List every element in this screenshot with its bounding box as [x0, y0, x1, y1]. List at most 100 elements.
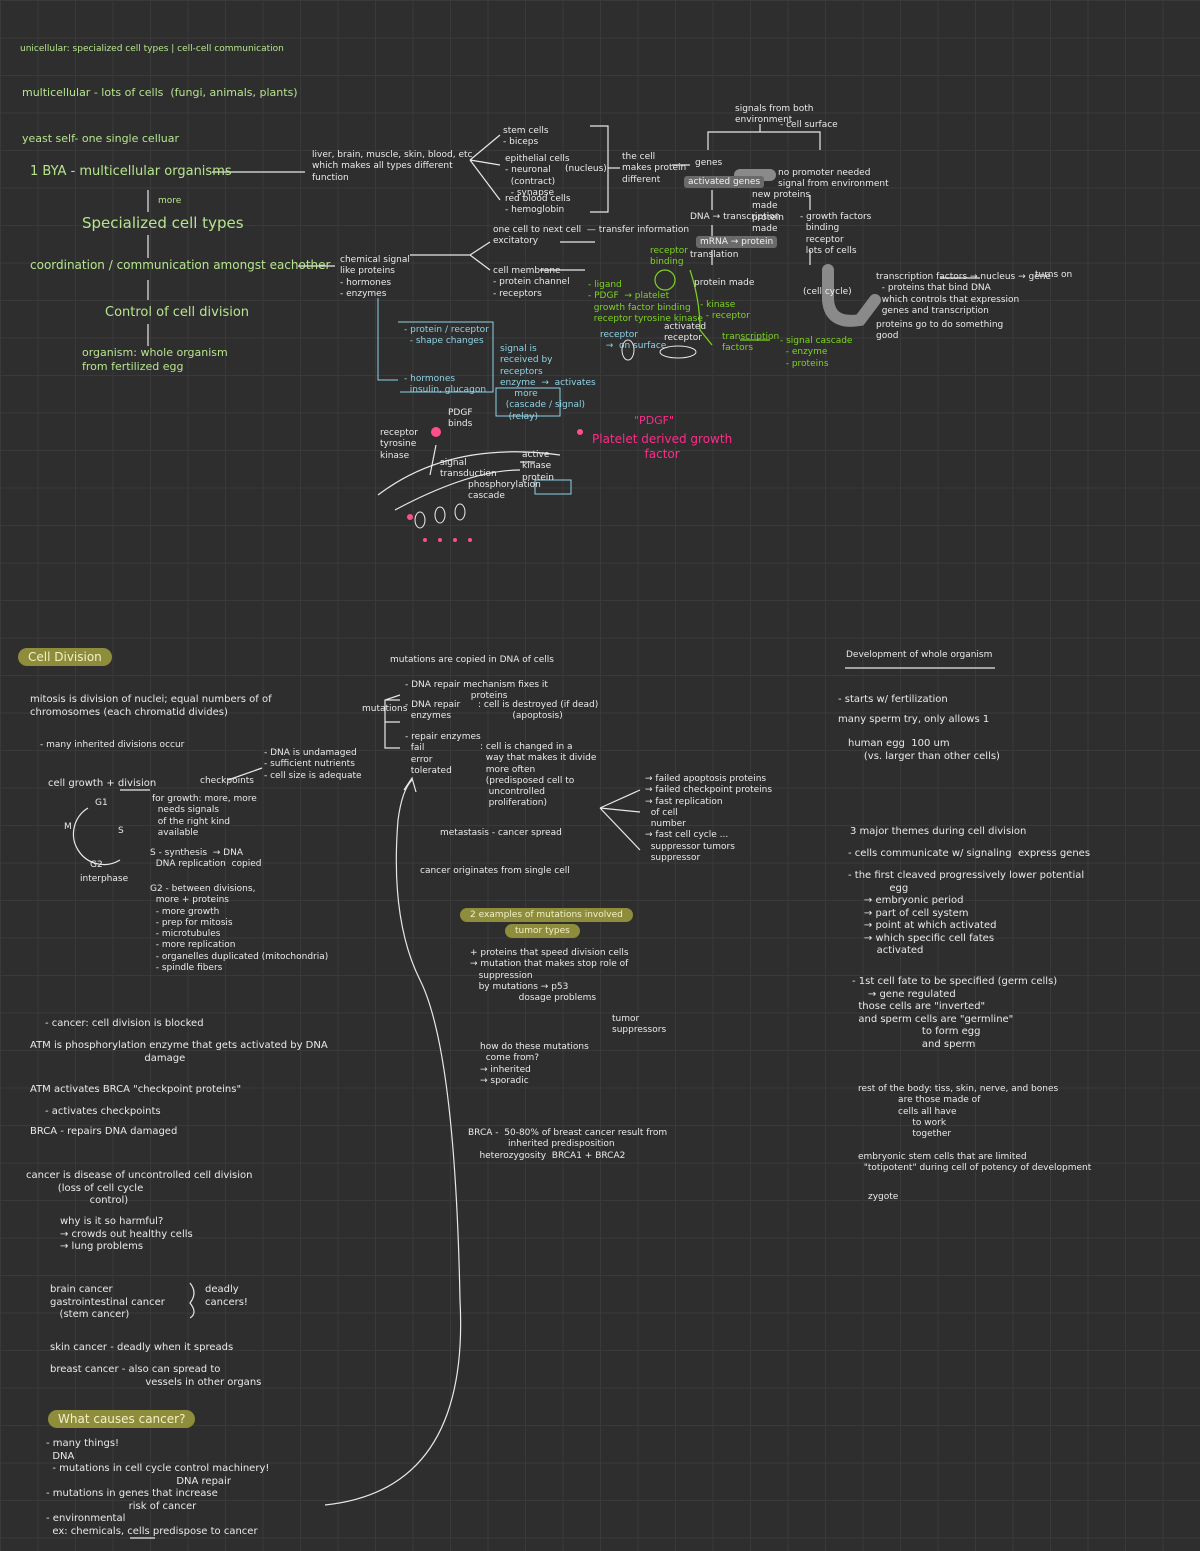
cancer-types-note: brain cancer gastrointestinal cancer (st… [50, 1284, 165, 1320]
blue-signal-note: signal is received by receptors enzyme →… [500, 344, 596, 422]
mutation-effects-list: → failed apoptosis proteins → failed che… [645, 774, 773, 863]
growth-signals-note: for growth: more, more needs signals of … [152, 794, 257, 838]
new-proteins-note: new proteins made protein made [752, 190, 811, 234]
three-themes-note: 3 major themes during cell division [850, 826, 1027, 837]
blue-hormones-note: - hormones insulin, glucagon [404, 374, 487, 396]
more-label: more [158, 196, 182, 206]
dna-transcription-note: DNA → transcription [690, 212, 781, 222]
causes-heading: What causes cancer? [48, 1410, 196, 1428]
specialized-cell-types: Specialized cell types [82, 214, 244, 232]
metastasis-note: metastasis - cancer spread [440, 828, 562, 838]
mitosis-note: mitosis is division of nuclei; equal num… [30, 694, 272, 718]
phase-g1: G1 [95, 798, 108, 808]
breast-cancer-note: breast cancer - also can spread to vesse… [50, 1364, 262, 1388]
chemical-signal-note: chemical signal like proteins - hormones… [340, 255, 410, 299]
cell-cycle-note: (cell cycle) [803, 287, 852, 297]
branch-destroyed: : cell is destroyed (if dead) (apoptosis… [478, 700, 599, 722]
checkpoints-label: checkpoints [200, 776, 254, 786]
phosphorylation-label: phosphorylation cascade [468, 480, 541, 502]
zygote-note: zygote [868, 1192, 899, 1202]
atm-note: ATM is phosphorylation enzyme that gets … [30, 1040, 328, 1064]
lime-receptor-circle [654, 269, 676, 291]
organism-line: organism: whole organism from fertilized… [82, 346, 228, 373]
lime-cascade-note: - signal cascade - enzyme - proteins [780, 336, 853, 369]
signals-env-note: signals from both environment [735, 104, 814, 126]
genes-label: genes [695, 158, 723, 168]
blue-box-signal [495, 387, 561, 417]
mutation-effects [599, 789, 641, 851]
signal-branches [410, 241, 491, 271]
rtk-label: receptor tyrosine kinase [380, 428, 418, 461]
intro-line: unicellular: specialized cell types | ce… [20, 44, 284, 54]
proteins-division-note: + proteins that speed division cells → m… [470, 948, 629, 1003]
branch-changed: : cell is changed in a way that makes it… [480, 742, 597, 809]
receptor-stem [429, 444, 437, 476]
examples-highlight: 2 examples of mutations involved [460, 908, 633, 922]
tissue-branches [469, 134, 501, 201]
deadly-cancers-note: deadly cancers! [205, 1284, 248, 1308]
signal-transduction-label: signal transduction [440, 458, 497, 480]
single-cell-note: cancer originates from single cell [420, 866, 570, 876]
lime-binding-note: receptor binding [650, 246, 688, 268]
transcription-factors-note: transcription factors → nucleus → gene -… [876, 272, 1051, 316]
germ-cells-note: - 1st cell fate to be specified (germ ce… [852, 976, 1058, 1050]
cell-surface-note: - cell surface [780, 120, 838, 130]
cell-membrane-arc [377, 451, 561, 496]
gene-pathway-top [707, 131, 821, 150]
blue-surface-note: receptor → on surface [600, 330, 667, 352]
g2-note: G2 - between divisions, more + proteins … [150, 884, 329, 973]
nucleus-label: (nucleus) [565, 164, 607, 174]
protein-made-note: protein made [694, 278, 755, 288]
synthesis-note: S - synthesis → DNA DNA replication copi… [150, 848, 262, 870]
lime-kinase-note: - kinase - receptor [700, 300, 750, 322]
bya-line: 1 BYA - multicellular organisms [30, 164, 232, 179]
phase-s: S [118, 826, 124, 836]
cells-communicate-note: - cells communicate w/ signaling express… [848, 848, 1091, 859]
embryonic-stem-note: embryonic stem cells that are limited "t… [858, 1152, 1092, 1174]
rbc-note: red blood cells - hemoglobin [505, 194, 571, 216]
checkpoint-criteria: - DNA is undamaged - sufficient nutrient… [264, 748, 362, 781]
multicellular-line: multicellular - lots of cells (fungi, an… [22, 86, 298, 99]
cleaved-note: - the first cleaved progressively lower … [848, 870, 1085, 956]
blue-box-receptor [534, 479, 572, 495]
cell-membrane-note: cell membrane - protein channel - recept… [493, 266, 570, 299]
activated-genes-box: activated genes [684, 176, 765, 188]
mutations-title: mutations are copied in DNA of cells [390, 655, 554, 665]
blue-bracket-left [377, 298, 398, 381]
cell-growth-note: cell growth + division [48, 778, 157, 789]
cell-protein-note: the cell makes protein different [622, 152, 687, 185]
interphase-label: interphase [80, 874, 129, 884]
tumor-suppressors-note: tumor suppressors [612, 1014, 667, 1036]
cell-membrane-inner [394, 469, 521, 511]
pdgf-ligand-dot [431, 427, 441, 437]
mrna-protein-box: mRNA → protein [696, 236, 778, 248]
cell-types-bracket [590, 125, 609, 213]
development-heading: Development of whole organism [846, 650, 993, 660]
human-egg-note: human egg 100 um (vs. larger than other … [848, 738, 1000, 762]
pdgf-label: "PDGF" [634, 414, 675, 427]
rest-of-body-note: rest of the body: tiss, skin, nerve, and… [858, 1084, 1059, 1139]
tissues-note: liver, brain, muscle, skin, blood, etc w… [312, 150, 473, 183]
mutations-label: mutations [362, 704, 408, 714]
phase-m: M [64, 822, 72, 832]
pdgf-binds-label: PDGF binds [448, 408, 473, 430]
skin-cancer-note: skin cancer - deadly when it spreads [50, 1342, 234, 1353]
inherited-divisions-note: - many inherited divisions occur [40, 740, 185, 750]
translation-note: translation [690, 250, 739, 260]
branch-repair-fail: - repair enzymes fail error tolerated [405, 732, 481, 776]
lime-pdgf-note: - ligand - PDGF → platelet growth factor… [588, 280, 703, 324]
no-promoter-note: no promoter needed signal from environme… [778, 168, 889, 190]
lime-connector [689, 269, 713, 346]
mutation-origin-note: how do these mutations come from? → inhe… [480, 1042, 589, 1086]
activated-receptor-note: activated receptor [664, 322, 707, 344]
tumor-types-highlight: tumor types [505, 924, 580, 938]
deadly-brace [189, 1282, 195, 1319]
blue-box-hormones [398, 321, 494, 393]
mutation-brackets [384, 694, 401, 749]
cell-division-heading: Cell Division [18, 648, 112, 666]
cell-cycle-circle [72, 807, 121, 866]
yeast-line: yeast self- one single celluar [22, 132, 180, 145]
epithelial-note: epithelial cells - neuronal (contract) -… [505, 154, 570, 198]
pdgf-full-name: Platelet derived growth factor [592, 432, 733, 461]
